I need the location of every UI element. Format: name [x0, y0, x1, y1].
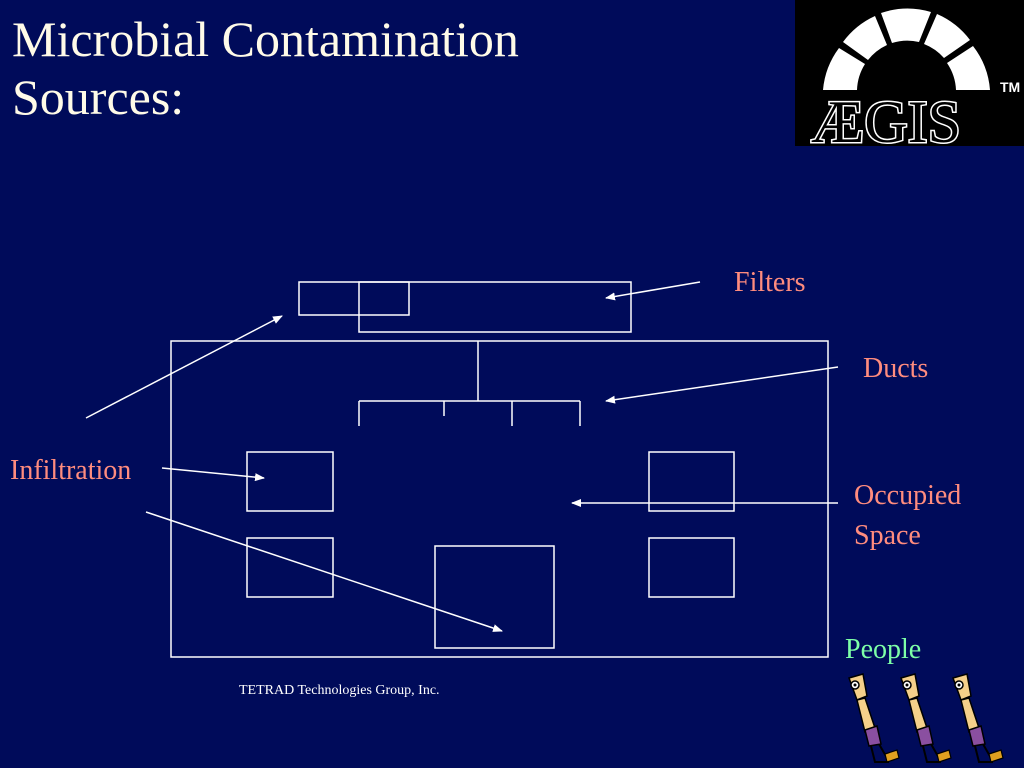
people-label: People — [845, 633, 921, 667]
ducts-arrow — [606, 367, 838, 401]
ducts-label: Ducts — [863, 352, 928, 386]
room-lower-right — [649, 538, 734, 597]
people-figures-icon — [835, 666, 1024, 768]
infiltration-arrow-window — [162, 468, 264, 478]
person-figure — [901, 674, 951, 762]
infiltration-arrow-door — [146, 512, 502, 631]
filters-label: Filters — [734, 266, 806, 300]
footer-credit: TETRAD Technologies Group, Inc. — [239, 683, 440, 699]
occupied-label-line-1: Occupied — [854, 476, 961, 516]
infiltration-label: Infiltration — [10, 454, 131, 488]
infiltration-arrow-roof — [86, 316, 282, 418]
room-upper-left — [247, 452, 333, 511]
filters-arrow — [606, 282, 700, 298]
person-figure — [953, 674, 1003, 762]
door-opening — [435, 546, 554, 648]
air-handler-outline — [359, 282, 631, 332]
building-outline — [171, 341, 828, 657]
filter-box-small — [299, 282, 409, 315]
person-figure — [849, 674, 899, 762]
room-upper-right — [649, 452, 734, 511]
room-lower-left — [247, 538, 333, 597]
occupied-label-line-2: Space — [854, 516, 961, 556]
occupied-space-label: Occupied Space — [854, 476, 961, 556]
